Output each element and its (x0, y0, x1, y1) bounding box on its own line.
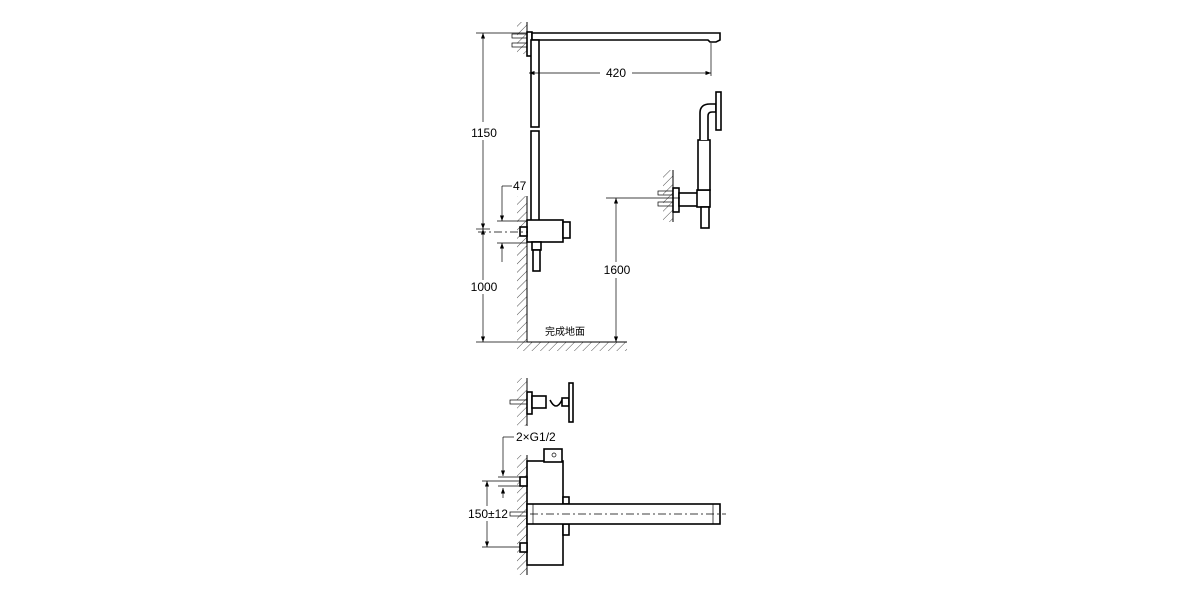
riser-pipe-lower (530, 130, 540, 222)
holder-body (531, 395, 547, 409)
shower-arm-plan (526, 503, 721, 525)
mixer-cartridge (543, 448, 563, 463)
hose-connector (696, 189, 711, 208)
mixer-plan-view: 2×G1/2 150±12 (468, 430, 726, 575)
wall-hatch-hand-shower (663, 170, 673, 222)
dim-height-upper: 1150 (471, 126, 497, 140)
floor-hatch (527, 342, 627, 351)
dim-inlet-thread: 2×G1/2 (516, 430, 556, 444)
dim-height-lower: 1000 (471, 280, 498, 294)
mixer-outlet-pipe (532, 249, 541, 272)
hand-shower-head (715, 91, 722, 131)
finished-floor-label: 完成地面 (545, 325, 585, 338)
dim-arm-length: 420 (606, 66, 626, 80)
hand-shower-head-top (568, 382, 574, 423)
mixer-body (526, 219, 564, 243)
hand-shower-head-elbow (699, 103, 717, 140)
inlet-cold (519, 542, 528, 553)
riser-pipe-upper (530, 39, 540, 128)
inlet-hot (519, 476, 528, 487)
dim-mixer-offset: 47 (513, 179, 527, 193)
wall-hatch-lower (517, 196, 527, 351)
shower-arm (531, 32, 721, 43)
hand-shower-holder (678, 192, 699, 207)
holder-hook (549, 399, 563, 407)
mixer-outlet-nut (531, 241, 542, 251)
hose-pipe (700, 206, 710, 229)
mixer-inlet (519, 226, 528, 237)
mixer-knob (562, 221, 571, 239)
wall-hatch-plan (517, 455, 527, 575)
wall-hatch-top-view (517, 378, 527, 426)
hand-shower-wall-plate (672, 187, 680, 213)
side-elevation: 420 1150 1000 47 完成地面 160 (471, 22, 722, 351)
hand-shower-handle (697, 139, 711, 191)
dim-inlet-spacing: 150±12 (468, 507, 508, 521)
dim-hand-shower-height: 1600 (604, 263, 631, 277)
top-view (509, 378, 574, 426)
